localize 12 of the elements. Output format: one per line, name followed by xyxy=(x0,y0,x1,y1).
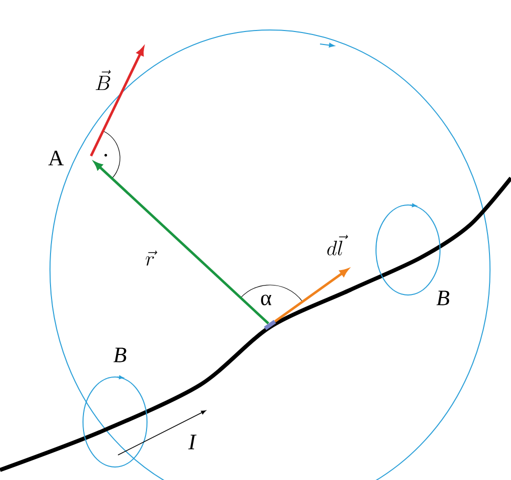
field-label: B xyxy=(436,290,450,306)
point-label: A xyxy=(48,150,64,166)
vector-label: $\vec{B}$ xyxy=(96,70,111,90)
vector-label: $d\vec{l}$ xyxy=(327,234,348,256)
vector-arrow xyxy=(90,47,144,156)
vector-arrow xyxy=(94,162,270,324)
current-element xyxy=(264,320,276,330)
current-label: I xyxy=(188,434,197,450)
field-label: B xyxy=(114,348,126,362)
angle-label: α xyxy=(261,294,272,306)
vector-label: $\vec{r}$ xyxy=(146,250,158,266)
vector-arrow xyxy=(274,268,348,322)
